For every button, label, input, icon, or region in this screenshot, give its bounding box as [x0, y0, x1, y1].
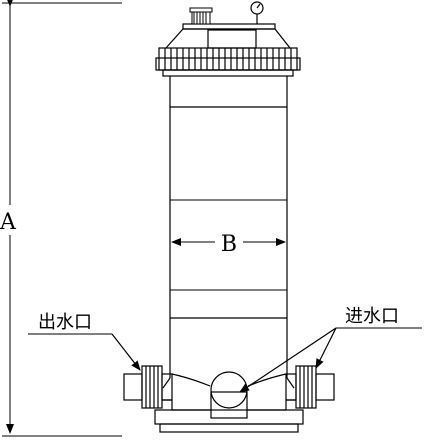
bottom-manifold	[123, 365, 335, 433]
dimension-b-label: B	[221, 232, 237, 257]
top-cap	[155, 23, 301, 77]
cap-ribs	[164, 48, 292, 70]
dimension-b: B	[171, 232, 286, 257]
pressure-gauge-icon	[250, 1, 264, 24]
inlet-label-group: 进水口	[239, 306, 422, 393]
dimension-a: A	[0, 0, 122, 437]
dimension-a-label: A	[0, 210, 17, 235]
filter-body	[169, 76, 288, 378]
vent-valve-icon	[189, 7, 213, 25]
inlet-label: 进水口	[345, 306, 399, 327]
outlet-label-group: 出水口	[28, 312, 141, 371]
outlet-label: 出水口	[38, 312, 92, 333]
